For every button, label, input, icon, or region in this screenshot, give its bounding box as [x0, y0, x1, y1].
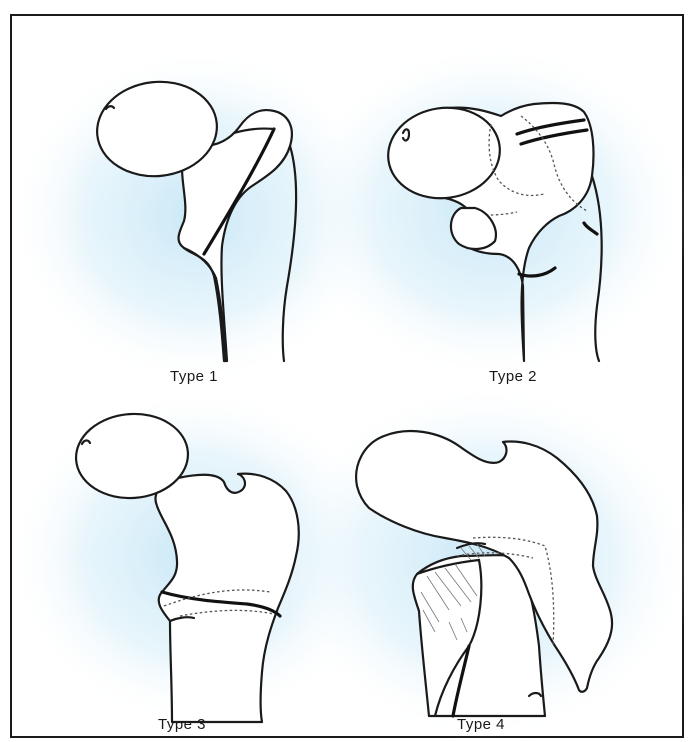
femur-type-2-illustration: [349, 16, 686, 396]
panel-type-2: Type 2: [349, 16, 686, 396]
femur-type-3-illustration: [12, 396, 349, 740]
figure-frame: Type 1 Type 2: [10, 14, 684, 738]
panel-label: Type 2: [489, 368, 537, 385]
femur-type-4-illustration: [349, 396, 686, 740]
panel-type-4: Type 4: [349, 396, 686, 740]
panel-label: Type 3: [158, 716, 206, 733]
panel-type-3: Type 3: [12, 396, 349, 740]
femur-type-1-illustration: [12, 16, 349, 396]
panel-label: Type 1: [170, 368, 218, 385]
panel-type-1: Type 1: [12, 16, 349, 396]
panel-label: Type 4: [457, 716, 505, 733]
